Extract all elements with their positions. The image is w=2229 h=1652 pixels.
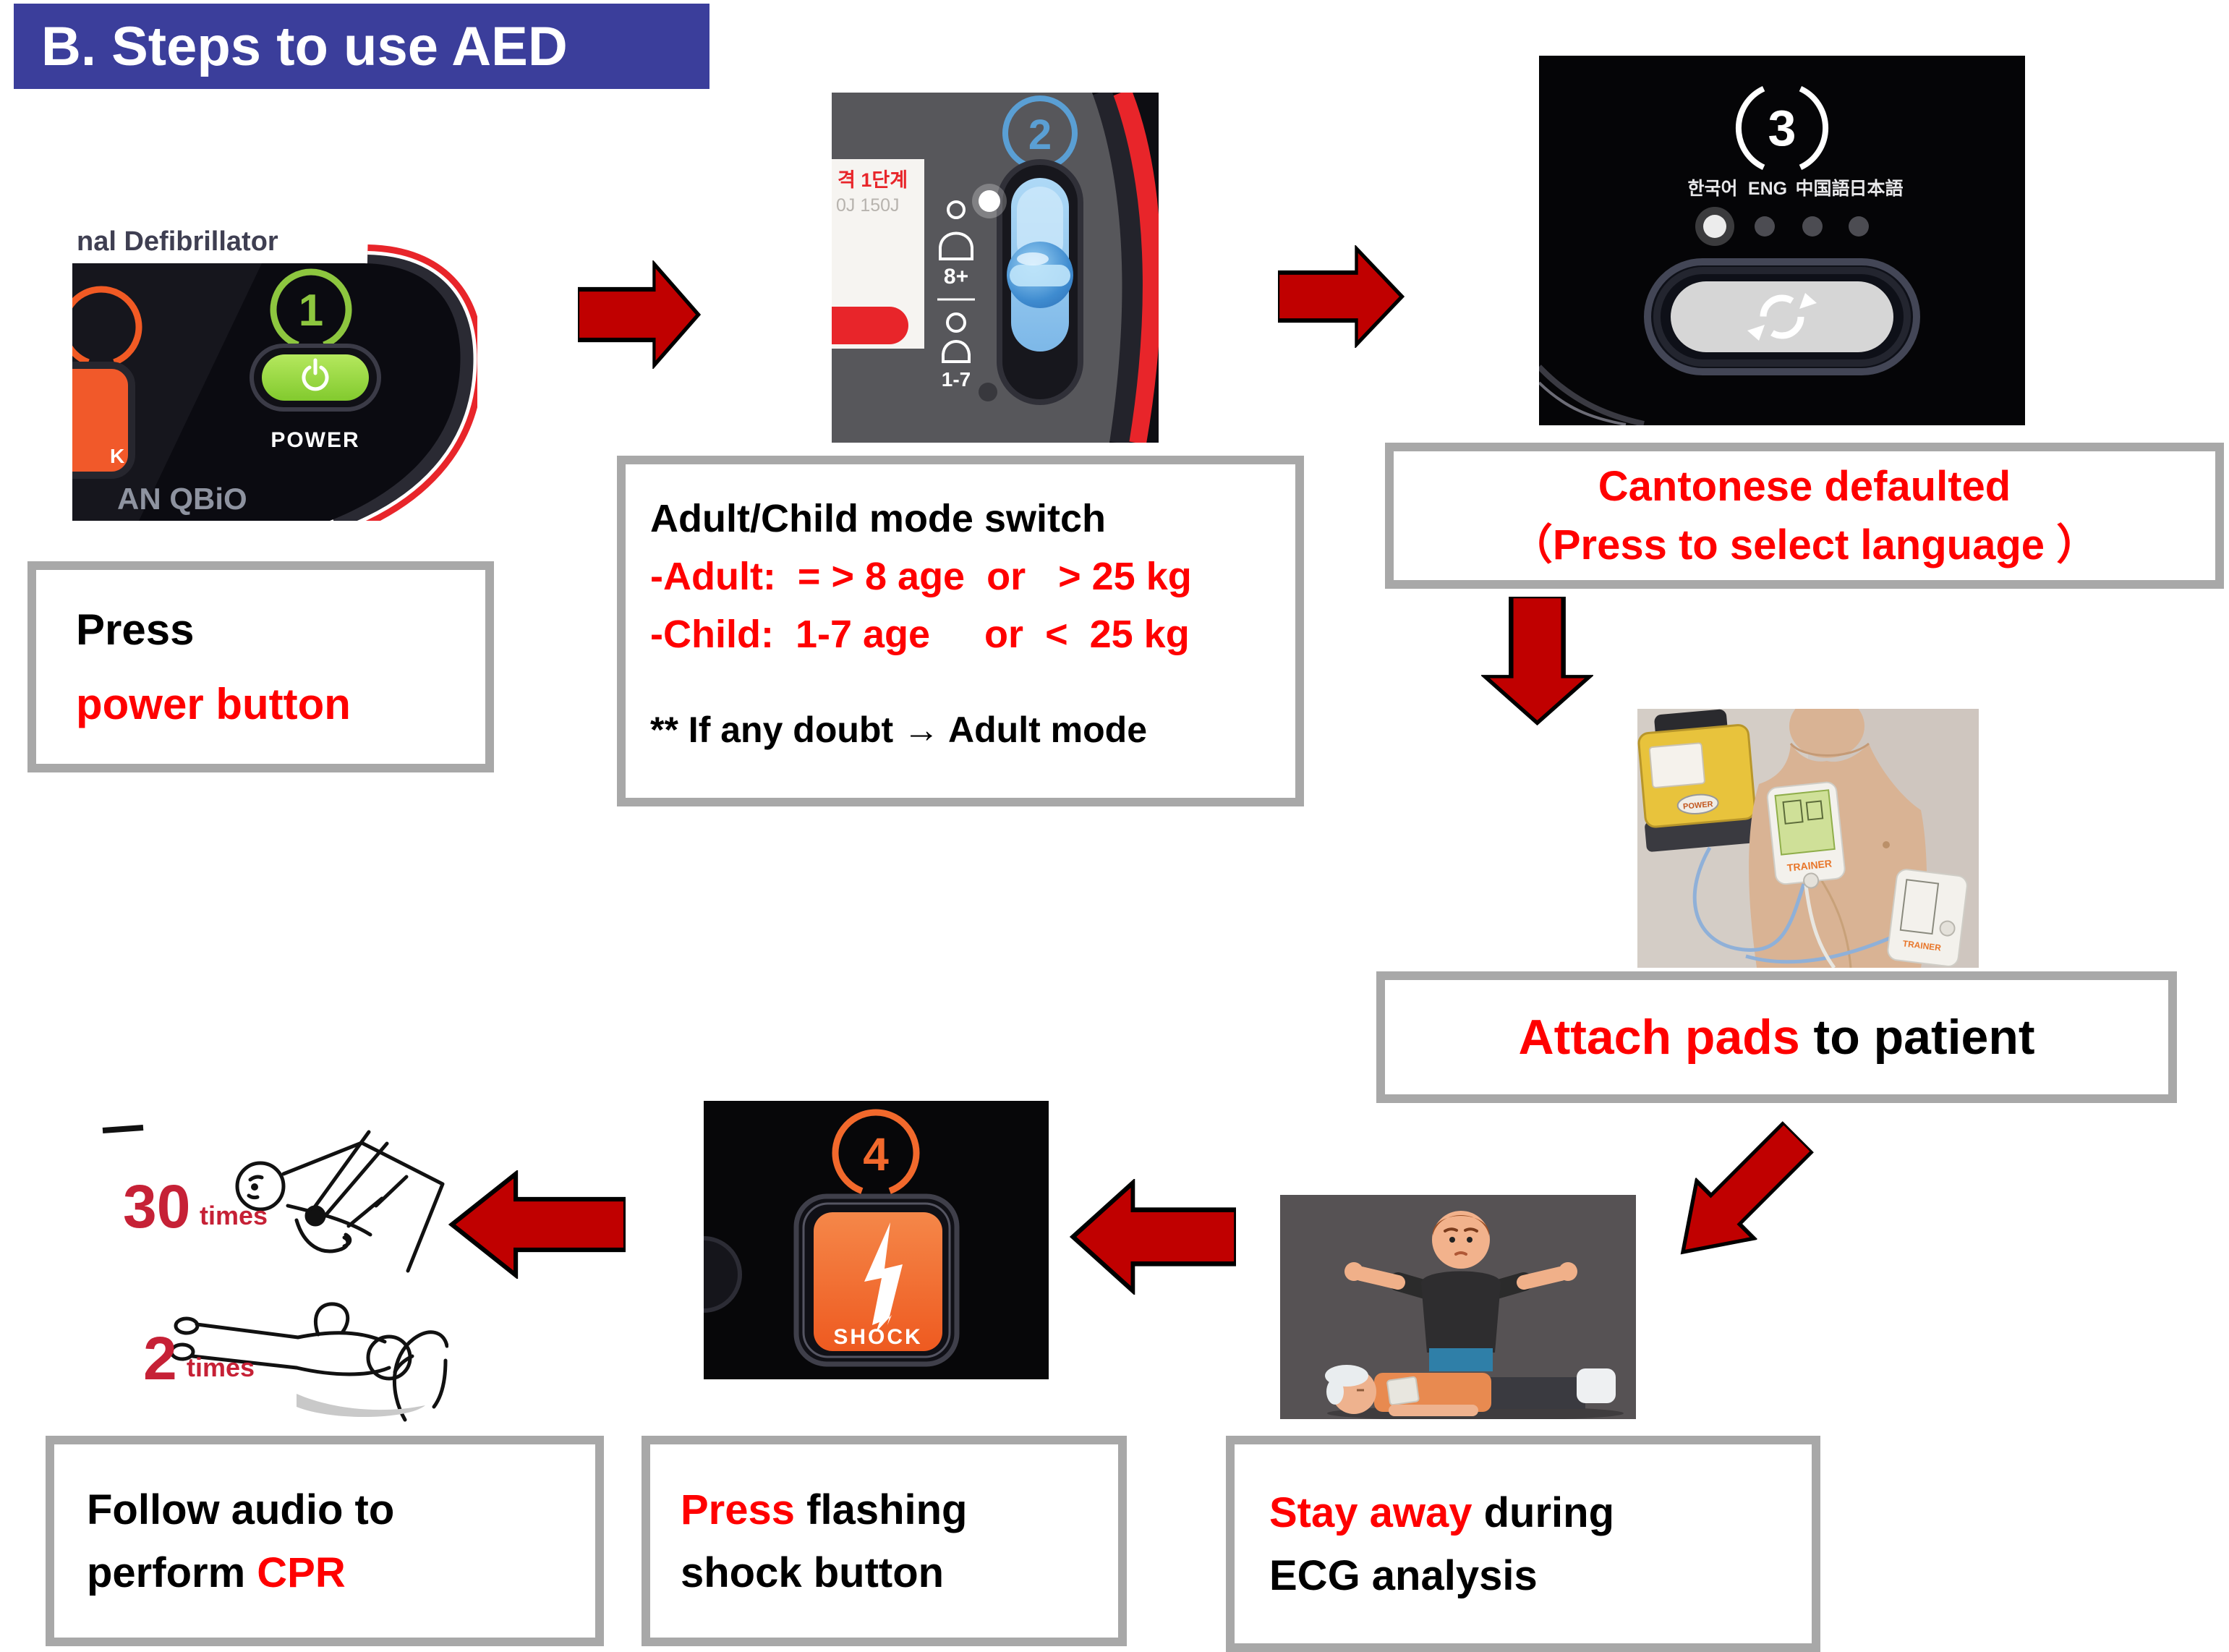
step-3-number: 3 (1768, 100, 1797, 156)
chest-compression-drawing (235, 1130, 445, 1273)
caption-line: Adult/Child mode switch (650, 497, 1106, 540)
lightning-icon (864, 1222, 903, 1332)
stay-away-cartoon (1280, 1195, 1636, 1419)
step-1-circle (270, 268, 352, 349)
refresh-icon (1747, 293, 1817, 341)
power-button (262, 354, 369, 401)
adult-age-label: 8+ (944, 265, 968, 289)
arrow-left-icon (448, 1170, 626, 1279)
shock-label-partial: K (110, 445, 124, 467)
language-label-chinese: 中国語 (1795, 178, 1849, 199)
compression-count: 30 (123, 1172, 190, 1240)
caption-attach-pads: Attach pads to patient (1376, 971, 2177, 1103)
cpr-illustration: 30 times 2 times (58, 1117, 448, 1443)
language-indicator-active (1703, 215, 1726, 238)
training-pad-lower: TRAINER (1887, 869, 1968, 968)
language-indicator (1849, 216, 1869, 237)
step-4-circle (832, 1109, 920, 1194)
step-1-number: 1 (299, 286, 323, 336)
pad-label: TRAINER (1902, 938, 1942, 953)
caption-line: ECG analysis (1269, 1551, 1538, 1599)
caption-segment: CPR (257, 1549, 346, 1596)
trainer-power-label: POWER (1683, 800, 1713, 812)
caption-line: shock button (681, 1549, 945, 1596)
dose-card-joules: 0J 150J (836, 195, 900, 216)
step-2-circle (1002, 95, 1078, 169)
caption-stay-away: Stay away during ECG analysis (1226, 1436, 1820, 1652)
caption-line: power button (76, 680, 351, 728)
arrow-left-icon (1070, 1179, 1236, 1295)
aed-power-photo: nal Defibrillator K 1 POWER AN (72, 217, 477, 521)
caption-segment: to patient (1799, 1010, 2035, 1065)
language-indicator (1802, 216, 1823, 237)
compression-count-unit: times (200, 1201, 268, 1230)
arrow-down-icon (1481, 597, 1593, 725)
language-label-korean: 한국어 (1687, 179, 1737, 199)
caption-press-power: Press power button (27, 561, 494, 772)
arrow-right-icon (1278, 245, 1405, 348)
rescue-breathing-drawing (169, 1302, 448, 1422)
breath-count-unit: times (187, 1353, 255, 1382)
caption-line: Press (76, 605, 195, 654)
power-button-label: POWER (270, 428, 359, 452)
caption-press-shock: Press flashing shock button (642, 1436, 1127, 1646)
child-age-label: 1-7 (942, 368, 971, 391)
step-3-circle (1735, 85, 1829, 171)
shock-button-label: SHOCK (833, 1325, 922, 1349)
power-icon (302, 358, 329, 391)
rescuer-figure (1344, 1211, 1577, 1371)
caption-line: -Adult: = > 8 age or > 25 kg (650, 554, 1192, 598)
dose-card-korean: 격 1단계 (838, 169, 908, 191)
caption-language: Cantonese defaulted （Press to select lan… (1385, 443, 2224, 589)
caption-line: Follow audio to (87, 1486, 395, 1533)
caption-line: （Press to select language ） (1510, 521, 2099, 569)
shock-button-photo: 4 SHOCK (704, 1101, 1049, 1379)
caption-segment: perform (87, 1549, 257, 1596)
caption-segment: during (1472, 1489, 1615, 1536)
caption-segment: Stay away (1269, 1489, 1472, 1536)
adult-mode-indicator (979, 190, 1000, 212)
caption-mode-switch: Adult/Child mode switch -Adult: = > 8 ag… (617, 456, 1304, 806)
caption-segment: Attach pads (1518, 1010, 1800, 1065)
child-mode-indicator (979, 383, 997, 401)
language-select-button (1671, 281, 1893, 352)
drawing-shadow (297, 1394, 425, 1418)
child-icon (942, 312, 971, 363)
caption-segment: flashing (795, 1486, 968, 1533)
step-2-number: 2 (1028, 111, 1052, 158)
caption-segment: Press (681, 1486, 796, 1533)
language-indicator (1755, 216, 1775, 237)
adult-icon (939, 200, 973, 260)
page-title: B. Steps to use AED (14, 4, 709, 89)
trainer-aed-device: POWER (1637, 709, 1763, 852)
shock-step-arc (72, 286, 142, 366)
caption-line: ** If any doubt → Adult mode (650, 709, 1148, 750)
pad-label: TRAINER (1786, 857, 1833, 873)
patient-figure (1325, 1365, 1616, 1416)
language-label-english: ENG (1748, 179, 1787, 199)
brand-label: AN QBiO (117, 482, 247, 516)
arrow-down-left-icon (1649, 1105, 1830, 1286)
language-label-japanese: 日本語 (1849, 178, 1903, 199)
breath-count: 2 (143, 1324, 177, 1392)
step-4-number: 4 (863, 1128, 889, 1180)
aed-language-photo: 3 한국어 ENG 中国語 日本語 (1539, 56, 2025, 425)
patient-pad (1386, 1376, 1420, 1406)
device-model-label: nal Defibrillator (77, 226, 278, 257)
arrow-right-icon (578, 260, 701, 369)
shock-button (814, 1212, 942, 1351)
caption-follow-cpr: Follow audio to perform CPR (46, 1436, 604, 1646)
caption-line: -Child: 1-7 age or < 25 kg (650, 612, 1190, 656)
training-pad-upper: TRAINER (1766, 781, 1846, 889)
caption-line: Cantonese defaulted (1598, 462, 2011, 510)
aed-mode-switch-photo: 격 1단계 0J 150J 2 (832, 93, 1159, 443)
mannequin-pads-photo: POWER TRAINER (1637, 709, 1979, 968)
